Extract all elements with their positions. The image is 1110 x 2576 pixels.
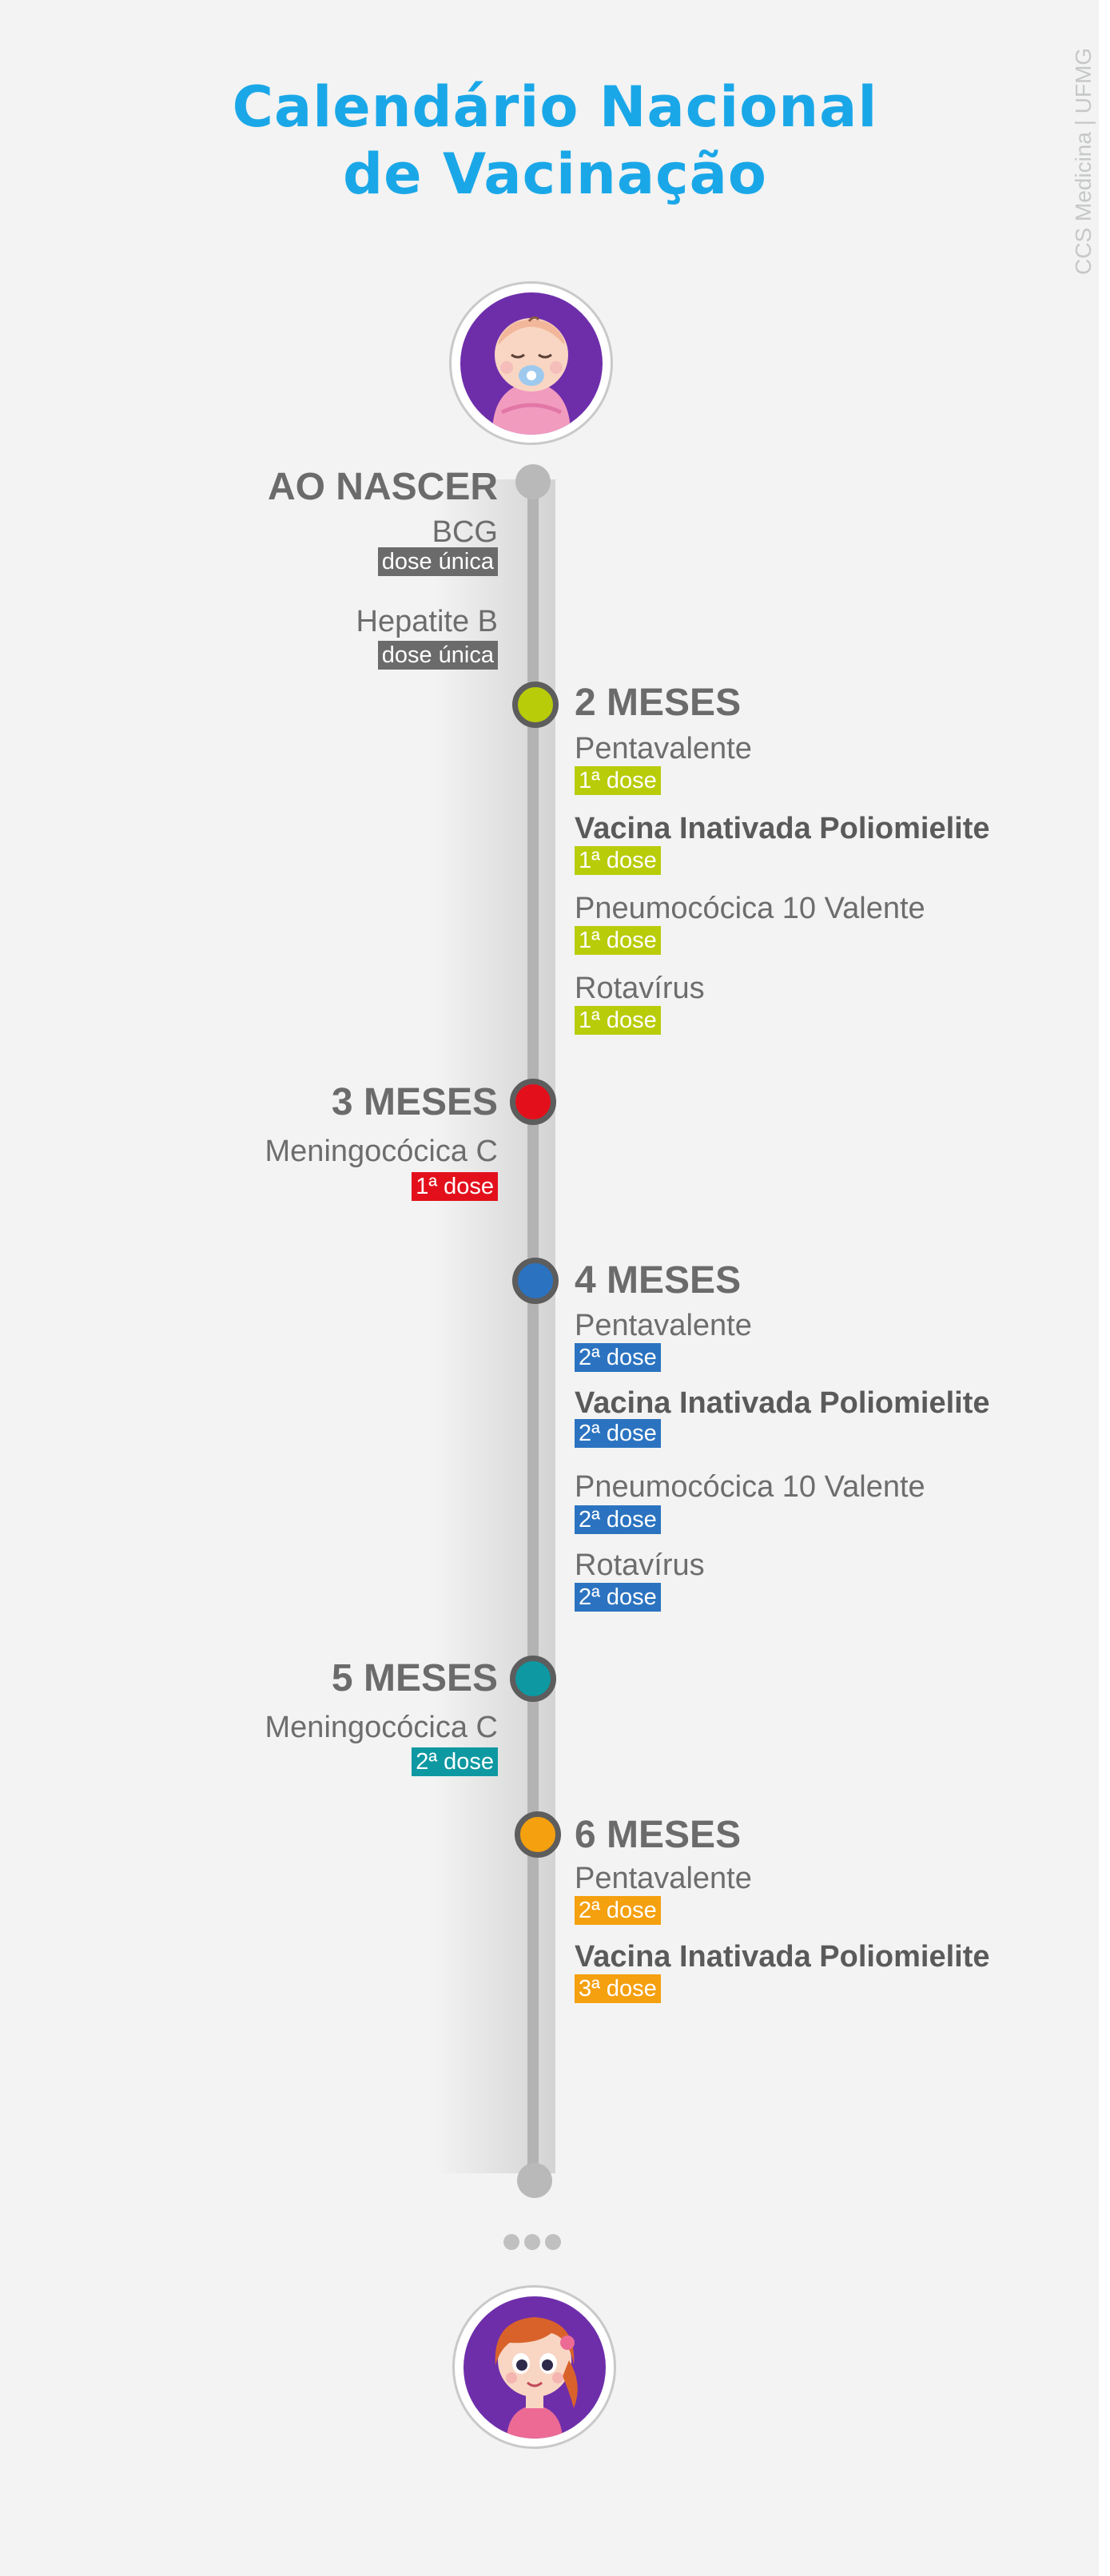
dose-badge: 1ª dose — [575, 846, 661, 875]
dose-badge: 2ª dose — [575, 1583, 661, 1612]
ellipsis-dot — [503, 2234, 519, 2250]
dose-badge: 2ª dose — [575, 1419, 661, 1448]
timeline-node-6-months — [515, 1811, 561, 1858]
dose-badge: 2ª dose — [575, 1896, 661, 1925]
dose-badge: 2ª dose — [575, 1505, 661, 1534]
vaccine-name: Pentavalente — [575, 1309, 752, 1342]
dose-badge: 2ª dose — [412, 1747, 498, 1776]
dose-badge: dose única — [377, 641, 498, 670]
page-title-line-2: de Vacinação — [343, 141, 767, 207]
vaccine-name: Hepatite B — [356, 605, 498, 638]
ellipsis-dot — [545, 2234, 561, 2250]
age-label-4-months: 4 MESES — [575, 1259, 742, 1302]
age-label-birth: AO NASCER — [267, 466, 498, 508]
dose-badge: 3ª dose — [575, 1974, 661, 2003]
age-label-3-months: 3 MESES — [331, 1081, 498, 1123]
vaccine-name: Pneumocócica 10 Valente — [575, 1470, 925, 1504]
timeline-node-4-months — [512, 1258, 559, 1304]
age-label-5-months: 5 MESES — [331, 1657, 498, 1699]
timeline-node-2-months — [512, 682, 559, 728]
dose-badge: 2ª dose — [575, 1343, 661, 1372]
timeline-start-dot — [515, 464, 551, 499]
vaccine-name: Meningocócica C — [265, 1711, 498, 1744]
dose-badge: 1ª dose — [575, 1006, 661, 1035]
dose-badge: 1ª dose — [575, 926, 661, 955]
right-edge-band — [1099, 0, 1110, 2576]
timeline-end-dot — [517, 2163, 552, 2198]
dose-badge: 1ª dose — [575, 766, 661, 795]
vaccine-name: Vacina Inativada Poliomielite — [575, 1940, 990, 1974]
ellipsis-dot — [524, 2234, 540, 2250]
page-title-line-1: Calendário Nacional — [232, 74, 878, 140]
vaccine-name: Rotavírus — [575, 972, 705, 1005]
vaccine-name: Pentavalente — [575, 1862, 752, 1895]
vaccine-name: Vacina Inativada Poliomielite — [575, 1386, 990, 1420]
girl-avatar-icon — [452, 2285, 616, 2449]
vaccine-name: BCG — [432, 515, 498, 549]
age-label-6-months: 6 MESES — [575, 1814, 742, 1856]
vaccine-name: Rotavírus — [575, 1548, 705, 1582]
dose-badge: 1ª dose — [412, 1172, 498, 1201]
timeline-node-3-months — [510, 1079, 556, 1125]
vaccine-name: Meningocócica C — [265, 1135, 498, 1168]
baby-avatar-icon — [449, 281, 613, 445]
dose-badge: dose única — [377, 547, 498, 576]
credit-text: CCS Medicina | UFMG — [1071, 48, 1096, 276]
vaccine-name: Pentavalente — [575, 732, 752, 765]
timeline-node-5-months — [510, 1656, 556, 1702]
timeline-line — [527, 478, 539, 2180]
vaccine-name: Vacina Inativada Poliomielite — [575, 812, 990, 845]
vaccine-name: Pneumocócica 10 Valente — [575, 892, 925, 925]
age-label-2-months: 2 MESES — [575, 682, 742, 724]
